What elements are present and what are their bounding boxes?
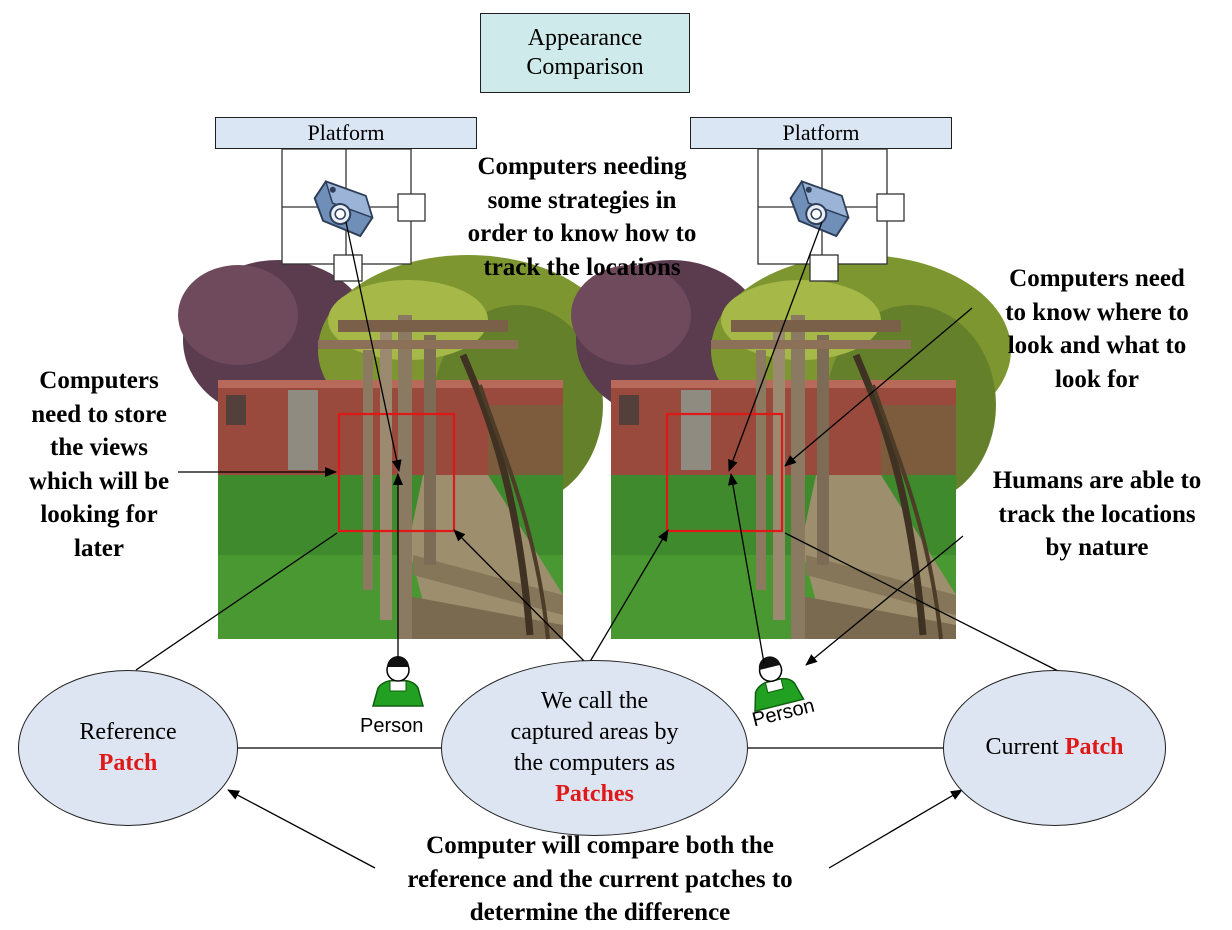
- note-strategies: Computers needing some strategies in ord…: [436, 150, 728, 284]
- note-where-to-look: Computers need to know where to look and…: [962, 262, 1232, 396]
- reference-patch-node: Reference Patch: [18, 670, 238, 826]
- note-store-views: Computers need to store the views which …: [0, 364, 198, 565]
- person-left-label: Person: [360, 715, 424, 737]
- camera-right-icon: [789, 180, 850, 238]
- patches-line: captured areas by: [510, 718, 679, 745]
- note-strategies-line: some strategies in: [487, 186, 677, 214]
- note-store-line: later: [74, 534, 124, 562]
- arrows: [178, 221, 973, 869]
- platform-right-frame: [757, 148, 905, 282]
- current-patch-box: [665, 412, 784, 533]
- title-line-1: Appearance: [527, 25, 643, 52]
- patches-line: We call the: [540, 687, 649, 714]
- note-where-line: Computers need: [1009, 265, 1185, 292]
- note-store-line: Computers: [39, 367, 159, 394]
- patches-line: the computers as: [513, 750, 676, 776]
- note-compare: Computer will compare both the reference…: [320, 829, 880, 930]
- note-humans-line: track the locations: [998, 500, 1196, 528]
- title-line-2: Comparison: [526, 54, 644, 80]
- connector-lines: [135, 532, 1061, 749]
- note-compare-line: reference and the current patches to: [407, 865, 793, 893]
- note-strategies-line: Computers needing: [477, 153, 687, 180]
- note-store-line: need to store: [31, 400, 167, 428]
- note-where-line: look and what to: [1007, 332, 1187, 359]
- note-humans-line: Humans are able to: [992, 467, 1202, 494]
- reference-patch-highlight: Patch: [98, 750, 158, 776]
- reference-patch-box: [337, 412, 456, 533]
- note-store-line: the views: [50, 434, 148, 461]
- appearance-comparison-box: Appearance Comparison: [480, 13, 690, 93]
- patches-highlight: Patches: [555, 781, 634, 808]
- note-humans: Humans are able to track the locations b…: [962, 464, 1232, 565]
- current-label: Current: [985, 734, 1065, 761]
- note-compare-line: determine the difference: [469, 899, 731, 926]
- note-where-line: to know where to: [1005, 298, 1189, 326]
- note-where-line: look for: [1054, 365, 1140, 393]
- current-patch-node: Current Patch: [943, 670, 1166, 826]
- current-patch-highlight: Patch: [1064, 734, 1124, 761]
- note-humans-line: by nature: [1045, 534, 1149, 561]
- note-store-line: which will be: [28, 467, 170, 495]
- note-strategies-line: order to know how to: [467, 220, 697, 247]
- note-compare-line: Computer will compare both the: [426, 832, 774, 859]
- camera-left-icon: [313, 180, 374, 238]
- platform-left-label: Platform: [215, 117, 477, 149]
- reference-label: Reference: [79, 718, 177, 745]
- person-left-icon: [372, 656, 424, 707]
- note-store-line: looking for: [40, 501, 158, 528]
- note-strategies-line: track the locations: [483, 253, 681, 281]
- platform-right-label: Platform: [690, 117, 952, 149]
- patches-definition-node: We call the captured areas by the comput…: [441, 660, 748, 836]
- person-right-icon: [754, 656, 805, 713]
